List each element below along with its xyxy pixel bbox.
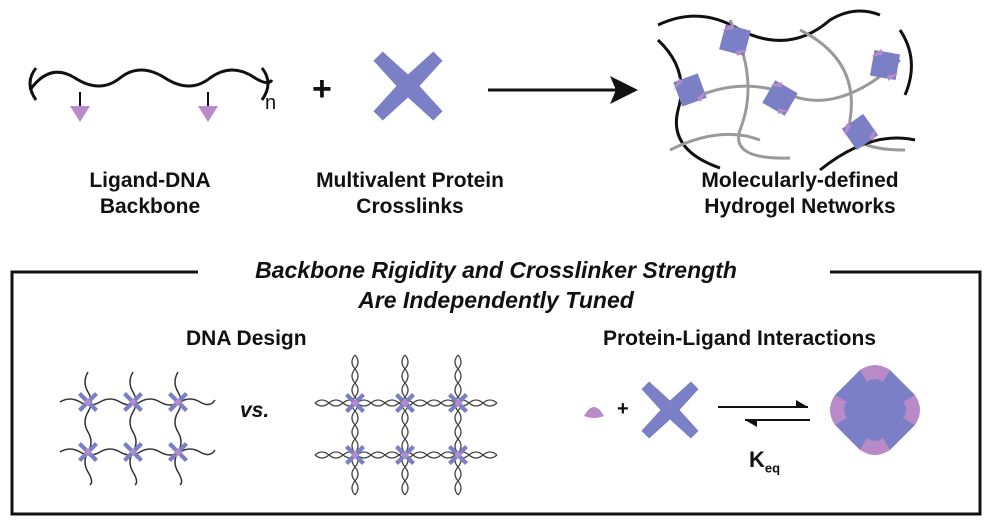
vs-label: vs. bbox=[240, 399, 270, 422]
small-plus-sign: + bbox=[617, 398, 629, 420]
rigid-dna-grid bbox=[314, 354, 498, 496]
protein-crosslink-icon bbox=[373, 51, 443, 121]
backbone-right-paren bbox=[260, 67, 270, 101]
plus-sign: + bbox=[312, 70, 332, 108]
repeat-subscript: n bbox=[265, 92, 277, 114]
tuning-box-frame bbox=[10, 270, 982, 516]
backbone-wave bbox=[28, 68, 274, 91]
ligand-triangle-icon bbox=[198, 106, 218, 122]
equilibrium-scheme bbox=[584, 365, 920, 455]
keq-label: Keq bbox=[749, 447, 781, 476]
backbone-left-paren bbox=[28, 67, 38, 101]
equilibrium-arrows-icon bbox=[718, 400, 810, 427]
ligand-dna-backbone bbox=[28, 67, 274, 122]
reaction-arrow-icon bbox=[488, 76, 638, 104]
label-hydrogel-networks: Molecularly-defined Hydrogel Networks bbox=[701, 169, 899, 218]
ligand-triangle-icon bbox=[70, 106, 90, 122]
dna-design-label: DNA Design bbox=[186, 327, 307, 350]
label-ligand-dna-backbone: Ligand-DNA Backbone bbox=[89, 169, 211, 218]
box-title-line2: Are Independently Tuned bbox=[358, 287, 634, 313]
flexible-dna-grid bbox=[59, 371, 216, 486]
protein-crosslink-icon bbox=[641, 381, 699, 439]
protein-ligand-interactions-label: Protein-Ligand Interactions bbox=[603, 327, 877, 350]
label-multivalent-protein-crosslinks: Multivalent Protein Crosslinks bbox=[316, 169, 504, 218]
ligand-triangle-icon bbox=[584, 407, 604, 418]
hydrogel-network bbox=[656, 9, 916, 172]
protein-ligand-complex-icon bbox=[830, 365, 920, 455]
box-title-line1: Backbone Rigidity and Crosslinker Streng… bbox=[255, 257, 737, 283]
